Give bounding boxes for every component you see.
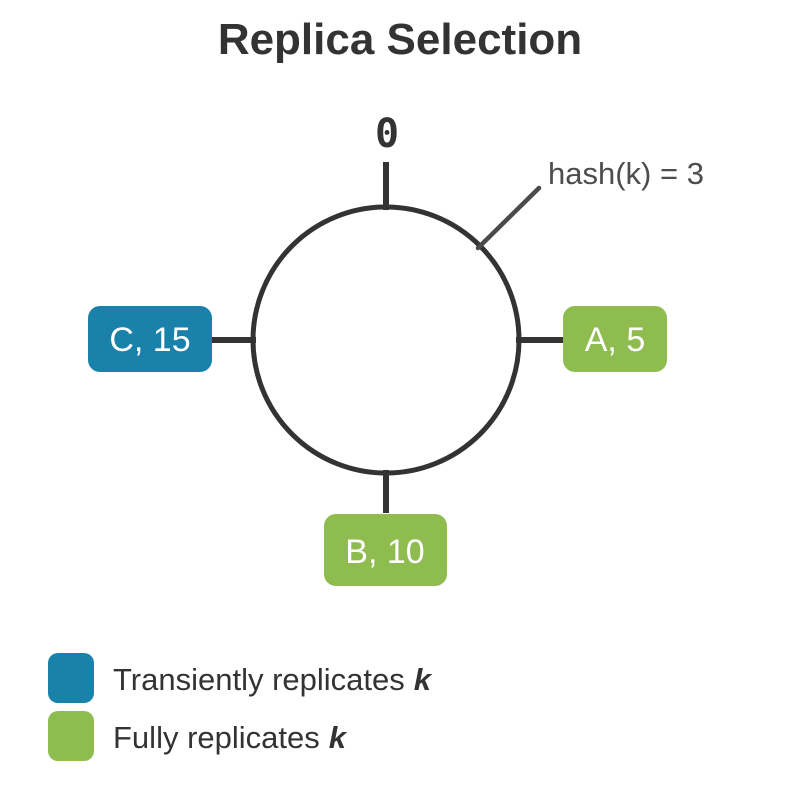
node-b-box: [324, 514, 447, 586]
legend-swatch-transient: [48, 653, 94, 703]
ring-origin-label: 0: [375, 111, 399, 157]
legend-label-transient: Transiently replicates k: [113, 662, 433, 697]
legend-label-full-text: Fully replicates: [113, 720, 320, 755]
node-a-label: A, 5: [585, 321, 645, 359]
legend-label-transient-text: Transiently replicates: [113, 662, 405, 697]
node-b-label: B, 10: [345, 533, 424, 571]
legend: Transiently replicates k Fully replicates…: [48, 653, 433, 761]
hash-annotation-label: hash(k) = 3: [548, 156, 704, 191]
ring-node-b: B, 10: [324, 514, 447, 586]
page-title: Replica Selection: [218, 15, 582, 64]
legend-swatch-full: [48, 711, 94, 761]
legend-label-transient-emphasis: k: [414, 662, 433, 697]
ring-node-c: C, 15: [88, 306, 212, 372]
legend-label-full-emphasis: k: [329, 720, 348, 755]
hash-pointer-line: [475, 185, 542, 251]
node-a-box: [563, 306, 667, 372]
ring-node-a: A, 5: [563, 306, 667, 372]
node-c-box: [88, 306, 212, 372]
node-c-label: C, 15: [109, 321, 190, 359]
legend-label-full: Fully replicates k: [113, 720, 348, 755]
